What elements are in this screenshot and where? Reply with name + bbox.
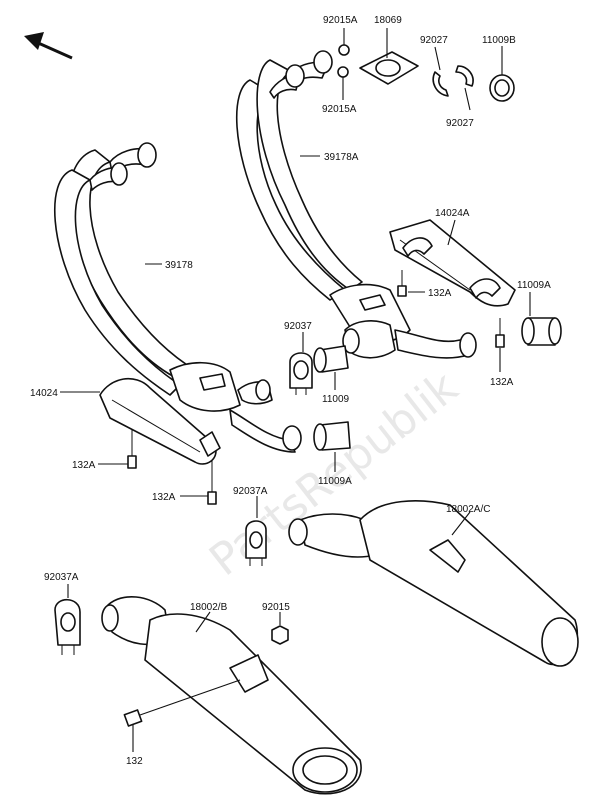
front-direction-arrow-icon xyxy=(24,32,73,60)
nut-92015 xyxy=(271,625,289,645)
label-132A-right: 132A xyxy=(428,288,452,299)
part-labels: 92015A 18069 92027 11009B 92015A 92027 3… xyxy=(30,15,551,767)
clamp-92037A-mid xyxy=(245,520,267,566)
label-18002B: 18002/B xyxy=(190,602,228,613)
label-18069: 18069 xyxy=(374,15,402,26)
label-92037A-mid: 92037A xyxy=(233,486,268,497)
label-14024: 14024 xyxy=(30,388,58,399)
clamp-92037A-left xyxy=(54,598,81,655)
exhaust-pipe-39178 xyxy=(54,142,302,453)
muffler-18002AC xyxy=(288,500,579,667)
label-14024A: 14024A xyxy=(435,208,470,219)
label-39178A: 39178A xyxy=(324,152,359,163)
bolt-132 xyxy=(123,707,161,727)
label-92015A-mid: 92015A xyxy=(322,104,357,115)
label-92037A-left: 92037A xyxy=(44,572,79,583)
label-92015: 92015 xyxy=(262,602,290,613)
clamp-92037 xyxy=(289,352,313,395)
label-11009A-mid: 11009A xyxy=(318,476,352,487)
gasket-11009A-mid xyxy=(313,421,351,451)
label-132A-far: 132A xyxy=(490,377,514,388)
label-39178: 39178 xyxy=(165,260,193,271)
label-132A-left: 132A xyxy=(72,460,96,471)
label-92037: 92037 xyxy=(284,321,312,332)
label-92015A-top: 92015A xyxy=(323,15,358,26)
exhaust-pipe-39178A xyxy=(235,50,477,359)
gasket-11009 xyxy=(313,345,349,373)
label-18002AC: 18002A/C xyxy=(446,504,490,515)
label-11009A-right: 11009A xyxy=(517,280,551,291)
label-132: 132 xyxy=(126,756,143,767)
label-92027-low: 92027 xyxy=(446,118,474,129)
bolt-132A-low xyxy=(207,460,217,505)
cover-14024 xyxy=(99,377,221,465)
cover-14024A xyxy=(389,219,516,307)
bolt-132A-far xyxy=(495,318,505,348)
bolt-132A-right xyxy=(397,270,407,297)
leader-lines xyxy=(60,28,531,752)
collar-92027-top xyxy=(432,71,449,97)
label-11009B: 11009B xyxy=(482,35,516,46)
gasket-11009B xyxy=(489,74,515,102)
label-92027-top: 92027 xyxy=(420,35,448,46)
label-132A-low: 132A xyxy=(152,492,176,503)
label-11009: 11009 xyxy=(322,394,350,405)
flange-18069 xyxy=(359,51,419,85)
collar-92027-low xyxy=(455,65,474,87)
gasket-11009A-right xyxy=(521,317,562,346)
gasket-92015A-mid xyxy=(337,66,349,78)
muffler-18002B xyxy=(101,595,362,795)
gasket-92015A-top xyxy=(338,44,350,56)
